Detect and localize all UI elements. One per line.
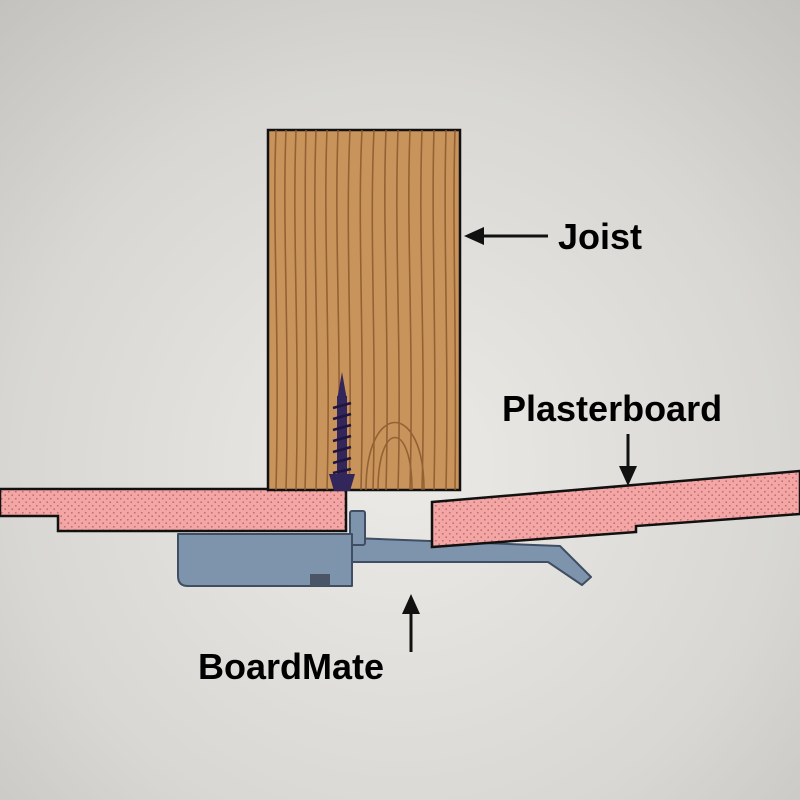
screw-threads — [332, 401, 352, 475]
joist-annotation: Joist — [464, 216, 642, 257]
screw-graphic — [329, 372, 355, 491]
wood-grain — [274, 130, 457, 490]
plasterboard-right — [430, 469, 800, 549]
joist-label: Joist — [558, 216, 642, 257]
boardmate-annotation: BoardMate — [198, 594, 420, 687]
joist-graphic — [266, 128, 462, 492]
joist-body — [266, 128, 462, 492]
plasterboard-label: Plasterboard — [502, 388, 722, 429]
plasterboard-arrowhead — [619, 466, 637, 486]
boardmate-bracket — [177, 510, 592, 587]
bracket-body — [177, 533, 353, 587]
boardmate-arrowhead — [402, 594, 420, 614]
bracket-notch — [310, 574, 330, 586]
plasterboard-annotation: Plasterboard — [502, 388, 722, 486]
boardmate-label: BoardMate — [198, 646, 384, 687]
joist-arrowhead — [464, 227, 484, 245]
bracket-prong — [349, 510, 366, 546]
